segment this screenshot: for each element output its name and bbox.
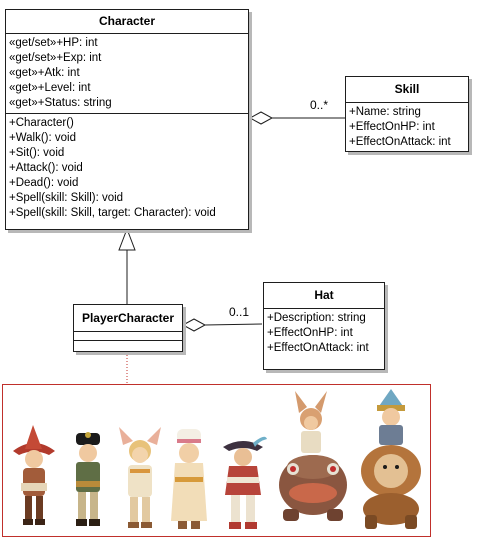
- character-attribute: «get»+Status: string: [9, 97, 112, 109]
- black-cap-character-sprite: [76, 432, 100, 526]
- skill-attribute: +Name: string: [349, 106, 421, 118]
- skill-class[interactable]: Skill +Name: string +EffectOnHP: int +Ef…: [345, 76, 469, 152]
- hat-attribute: +EffectOnHP: int: [267, 327, 353, 339]
- character-attribute: «get»+Atk: int: [9, 67, 80, 79]
- inheritance-arrowhead: [118, 227, 136, 251]
- character-sprites-frame: [2, 384, 431, 537]
- skill-class-name: Skill: [346, 77, 468, 103]
- player-character-operations: [74, 341, 182, 349]
- character-class-name: Character: [6, 10, 248, 34]
- character-operation: +Sit(): void: [9, 147, 65, 159]
- character-skill-aggregation-diamond: [248, 111, 274, 125]
- hat-attribute: +EffectOnAttack: int: [267, 342, 369, 354]
- skill-attribute: +EffectOnHP: int: [349, 121, 435, 133]
- bunny-ears-character-sprite: [119, 427, 161, 528]
- hat-class[interactable]: Hat +Description: string +EffectOnHP: in…: [263, 282, 385, 370]
- player-character-attributes: [74, 332, 182, 341]
- player-hat-aggregation-diamond: [181, 318, 207, 332]
- hat-class-name: Hat: [264, 283, 384, 309]
- hat-attribute: +Description: string: [267, 312, 366, 324]
- player-character-class[interactable]: PlayerCharacter: [73, 304, 183, 352]
- character-attribute: «get»+Level: int: [9, 82, 91, 94]
- feathered-hat-character-sprite: [223, 436, 267, 529]
- white-hat-character-sprite: [171, 429, 207, 529]
- character-operations: +Character() +Walk(): void +Sit(): void …: [6, 114, 248, 223]
- character-operation: +Character(): [9, 117, 74, 129]
- hat-attributes: +Description: string +EffectOnHP: int +E…: [264, 309, 384, 358]
- skill-attribute: +EffectOnAttack: int: [349, 136, 451, 148]
- character-class[interactable]: Character «get/set»+HP: int «get/set»+Ex…: [5, 9, 249, 230]
- character-operation: +Spell(skill: Skill, target: Character):…: [9, 207, 216, 219]
- skill-attributes: +Name: string +EffectOnHP: int +EffectOn…: [346, 103, 468, 152]
- character-attribute: «get/set»+HP: int: [9, 37, 98, 49]
- character-operation: +Attack(): void: [9, 162, 83, 174]
- character-attributes: «get/set»+HP: int «get/set»+Exp: int «ge…: [6, 34, 248, 114]
- character-attribute: «get/set»+Exp: int: [9, 52, 102, 64]
- rider-on-lion-mount-sprite: [361, 389, 421, 529]
- character-operation: +Walk(): void: [9, 132, 76, 144]
- player-hat-aggregation-line: [204, 323, 263, 326]
- player-character-class-name: PlayerCharacter: [74, 305, 182, 332]
- skill-multiplicity-label: 0..*: [310, 98, 329, 112]
- character-operation: +Spell(skill: Skill): void: [9, 192, 124, 204]
- character-operation: +Dead(): void: [9, 177, 79, 189]
- red-witch-hat-character-sprite: [13, 425, 55, 525]
- rider-on-toad-mount-sprite: [279, 391, 347, 521]
- hat-multiplicity-label: 0..1: [229, 305, 250, 319]
